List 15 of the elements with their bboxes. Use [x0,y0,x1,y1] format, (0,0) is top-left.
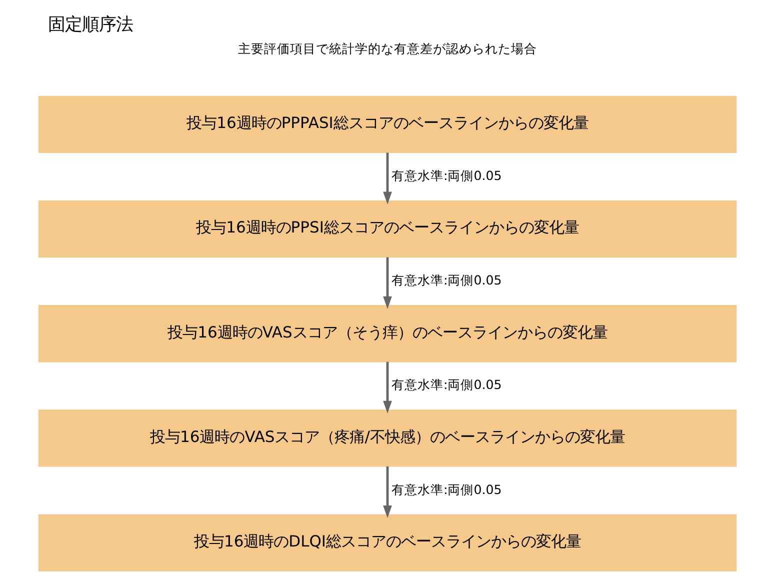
edge-label: 有意水準:両側0.05 [390,377,502,392]
arrow [382,466,392,518]
edge-label: 有意水準:両側0.05 [390,482,502,497]
edge-label: 有意水準:両側0.05 [390,272,502,288]
node-box: 投与16週時のVASスコア（そう痒）のベースラインからの変化量 [38,305,736,362]
node-box: 投与16週時のPPPASI総スコアのベースラインからの変化量 [38,96,736,154]
label: 主要評価項目で統計学的な有意差が認められた場合 [238,41,536,56]
arrow [382,257,392,309]
arrow [382,362,392,414]
node-box: 投与16週時のDLQI総スコアのベースラインからの変化量 [38,514,736,572]
diagram-title: 固定順序法 [48,14,133,35]
node-box: 投与16週時のPPSI総スコアのベースラインからの変化量 [38,200,736,258]
node-box: 投与16週時のVASスコア（疼痛/不快感）のベースラインからの変化量 [38,410,736,467]
edge-label: 有意水準:両側0.05 [390,168,502,184]
arrow [382,152,392,204]
